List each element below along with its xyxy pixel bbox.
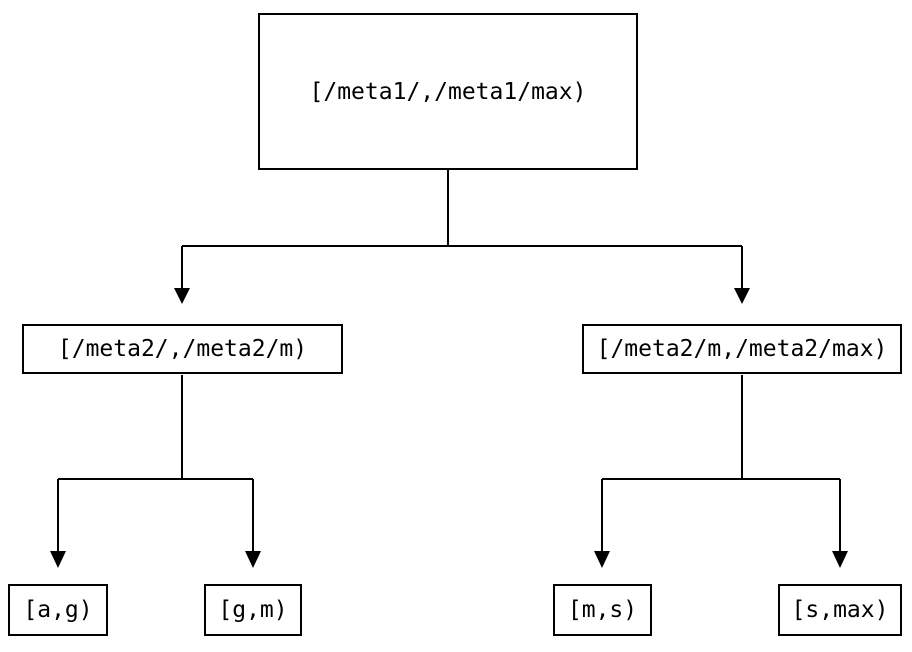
node-leaf-range-a-g: [a,g) [8,584,108,636]
node-label: [s,max) [791,597,889,623]
arrowhead-icon [832,551,848,568]
node-leaf-range-m-s: [m,s) [553,584,652,636]
node-label: [m,s) [567,597,638,623]
arrowhead-icon [245,551,261,568]
node-leaf-range-g-m: [g,m) [204,584,302,636]
node-meta2-left-range: [/meta2/,/meta2/m) [22,324,343,374]
node-label: [/meta2/,/meta2/m) [57,336,308,362]
arrowhead-icon [50,551,66,568]
arrowhead-icon [594,551,610,568]
arrowhead-icon [734,288,750,304]
node-leaf-range-s-max: [s,max) [778,584,902,636]
node-label: [a,g) [23,597,93,623]
node-label: [/meta1/,/meta1/max) [309,78,587,105]
node-meta2-right-range: [/meta2/m,/meta2/max) [582,324,902,374]
node-root-range: [/meta1/,/meta1/max) [258,13,638,170]
node-label: [/meta2/m,/meta2/max) [596,336,888,362]
arrowhead-icon [174,288,190,304]
node-label: [g,m) [218,597,288,623]
